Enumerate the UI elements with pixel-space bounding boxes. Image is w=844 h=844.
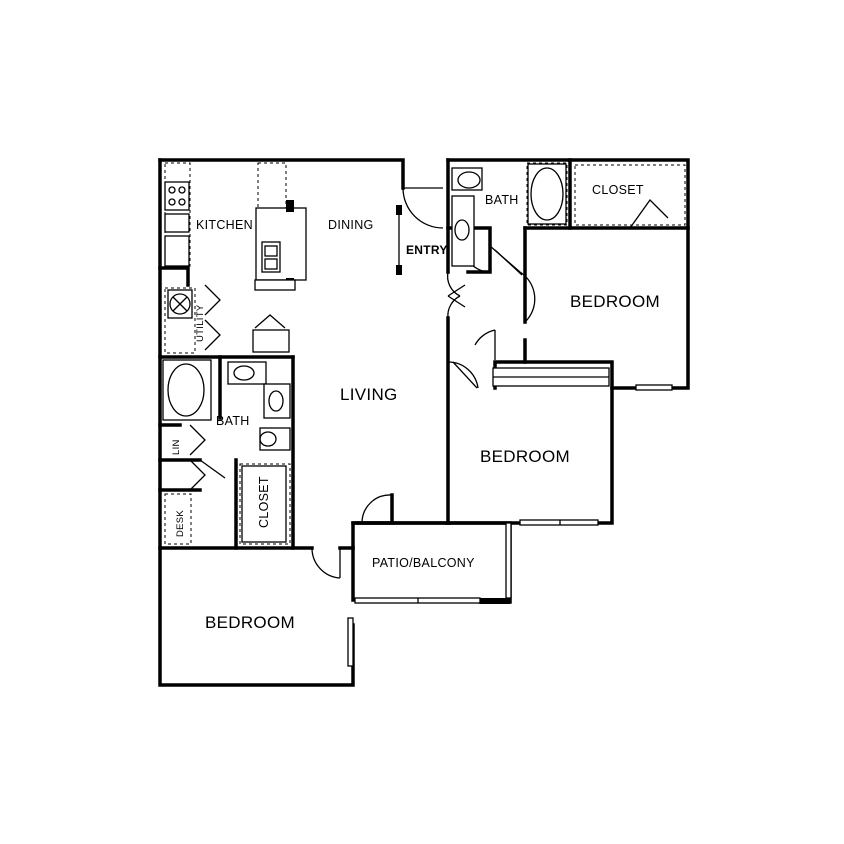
kitchen-fixtures	[164, 162, 307, 291]
label-desk: DESK	[175, 510, 186, 537]
label-bedroom-top-right: BEDROOM	[570, 292, 660, 311]
label-living: LIVING	[340, 385, 398, 404]
label-bedroom-middle: BEDROOM	[480, 447, 570, 466]
label-kitchen: KITCHEN	[196, 218, 253, 232]
label-bath-top: BATH	[485, 193, 519, 207]
label-patio: PATIO/BALCONY	[372, 556, 475, 570]
label-dining: DINING	[328, 218, 374, 232]
utility-fixtures	[164, 287, 196, 354]
windows	[347, 384, 673, 667]
room-labels: KITCHEN DINING ENTRY BATH CLOSET BEDROOM…	[171, 183, 660, 632]
label-lin: LIN	[171, 439, 182, 455]
doors	[189, 187, 669, 579]
left-bath-fixtures	[162, 359, 610, 545]
label-closet-left: CLOSET	[257, 476, 271, 528]
label-entry: ENTRY	[406, 243, 448, 257]
top-bath-fixtures	[451, 162, 686, 267]
label-bath-left: BATH	[216, 414, 250, 428]
label-bedroom-bottom-left: BEDROOM	[205, 613, 295, 632]
label-closet-top: CLOSET	[592, 183, 644, 197]
label-utility: UTILITY	[195, 304, 206, 342]
